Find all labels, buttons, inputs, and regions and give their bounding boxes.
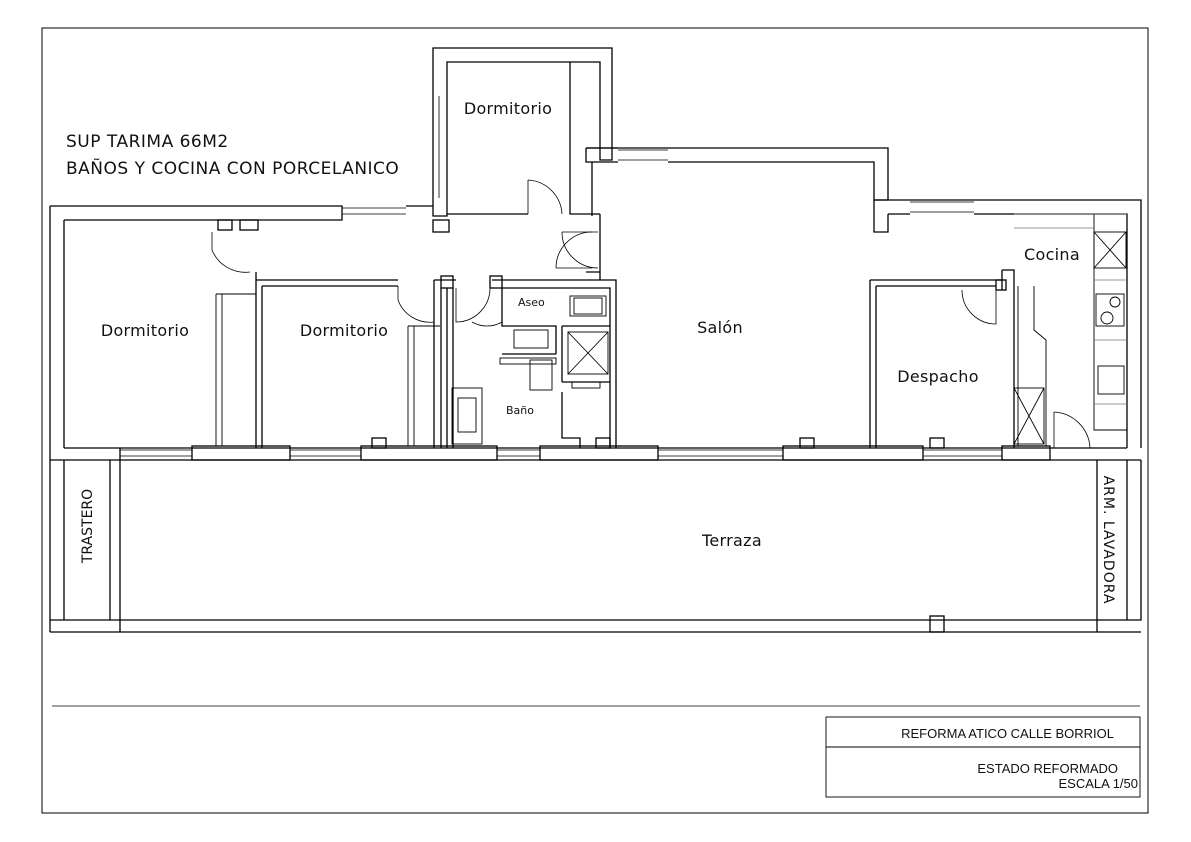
title-block-sheet: ESTADO REFORMADO — [977, 761, 1118, 776]
room-label-dormitorio-left: Dormitorio — [101, 321, 189, 340]
title-block-scale: ESCALA 1/50 — [1059, 776, 1139, 791]
windows — [120, 96, 1002, 457]
room-label-dormitorio-top: Dormitorio — [464, 99, 552, 118]
note-floor-area: SUP TARIMA 66M2 — [66, 132, 229, 152]
room-label-bano: Baño — [506, 404, 534, 417]
room-label-cocina: Cocina — [1024, 245, 1080, 264]
room-label-arm-lavadora: ARM. LAVADORA — [1100, 476, 1116, 605]
fixtures — [451, 213, 1127, 446]
room-label-terraza: Terraza — [701, 531, 762, 550]
room-label-dormitorio-mid: Dormitorio — [300, 321, 388, 340]
room-label-salon: Salón — [697, 318, 743, 337]
room-label-aseo: Aseo — [518, 296, 545, 309]
doors — [211, 179, 1091, 449]
drawing-frame — [41, 27, 1149, 814]
title-block: REFORMA ATICO CALLE BORRIOL ESTADO REFOR… — [825, 716, 1141, 798]
room-label-trastero: TRASTERO — [80, 489, 96, 564]
room-label-despacho: Despacho — [897, 367, 979, 386]
title-block-project: REFORMA ATICO CALLE BORRIOL — [901, 726, 1114, 741]
note-finishes: BAÑOS Y COCINA CON PORCELANICO — [66, 157, 399, 179]
